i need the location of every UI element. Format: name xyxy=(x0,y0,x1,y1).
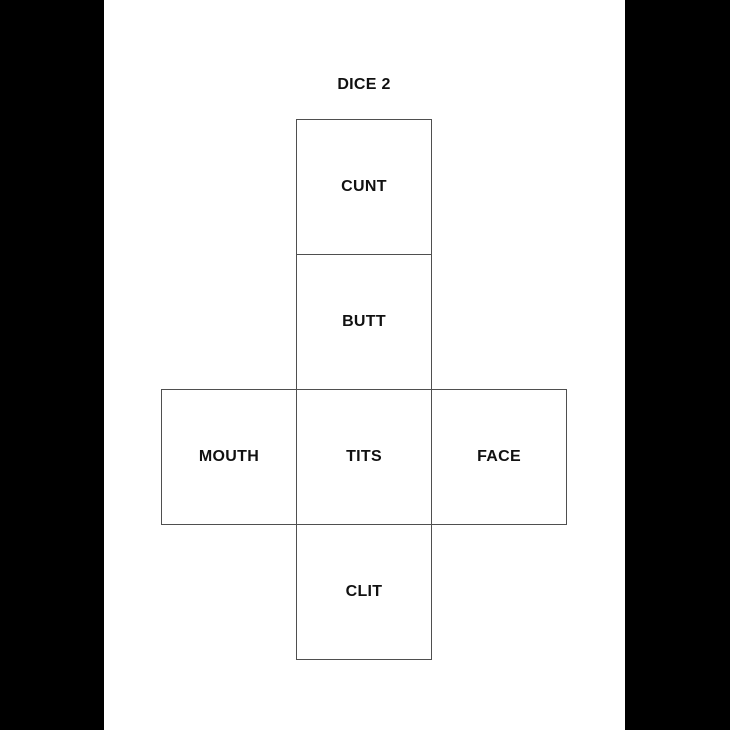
letterbox-left-bar xyxy=(0,0,104,730)
die-face-label: MOUTH xyxy=(198,448,260,465)
die-face-top: CUNT xyxy=(296,119,432,255)
letterbox-right-bar xyxy=(625,0,730,730)
die-face-label: FACE xyxy=(477,448,521,465)
die-face-label: CLIT xyxy=(345,583,383,600)
document-page: DICE 2 CUNT BUTT MOUTH TITS FACE CLIT xyxy=(104,0,625,730)
die-face-upper-middle: BUTT xyxy=(296,254,432,390)
die-face-label: BUTT xyxy=(342,313,386,330)
die-face-label: CUNT xyxy=(341,178,387,195)
dice-net: CUNT BUTT MOUTH TITS FACE CLIT xyxy=(104,0,625,730)
die-face-label: TITS xyxy=(346,448,382,465)
page-title: DICE 2 xyxy=(337,76,391,93)
die-face-center: TITS xyxy=(296,389,432,525)
die-face-middle-left: MOUTH xyxy=(161,389,297,525)
die-face-middle-right: FACE xyxy=(431,389,567,525)
die-face-bottom: CLIT xyxy=(296,524,432,660)
